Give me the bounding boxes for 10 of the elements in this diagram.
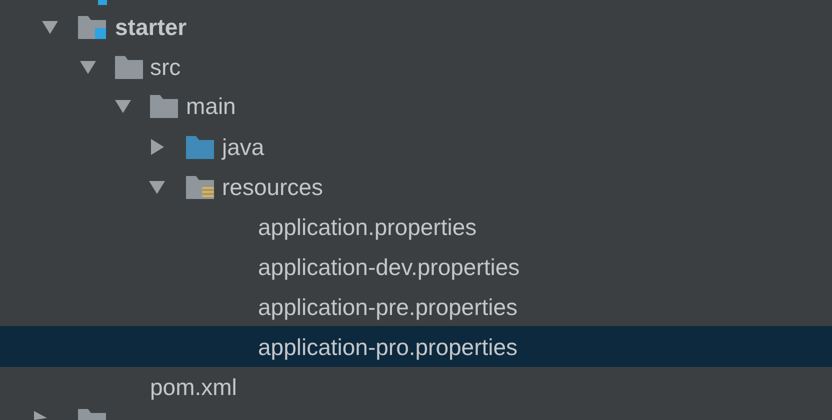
folder-name: resources <box>222 173 323 201</box>
file-name: application-pre.properties <box>258 293 518 321</box>
file-name: pom.xml <box>150 373 237 401</box>
folder-name: src <box>150 53 181 81</box>
folder-name: main <box>186 92 236 120</box>
folder-name: starter <box>115 13 187 41</box>
file-name: application-dev.properties <box>258 253 520 281</box>
file-name: application.properties <box>258 213 477 241</box>
folder-name: java <box>222 133 264 161</box>
file-name: application-pro.properties <box>258 333 518 361</box>
